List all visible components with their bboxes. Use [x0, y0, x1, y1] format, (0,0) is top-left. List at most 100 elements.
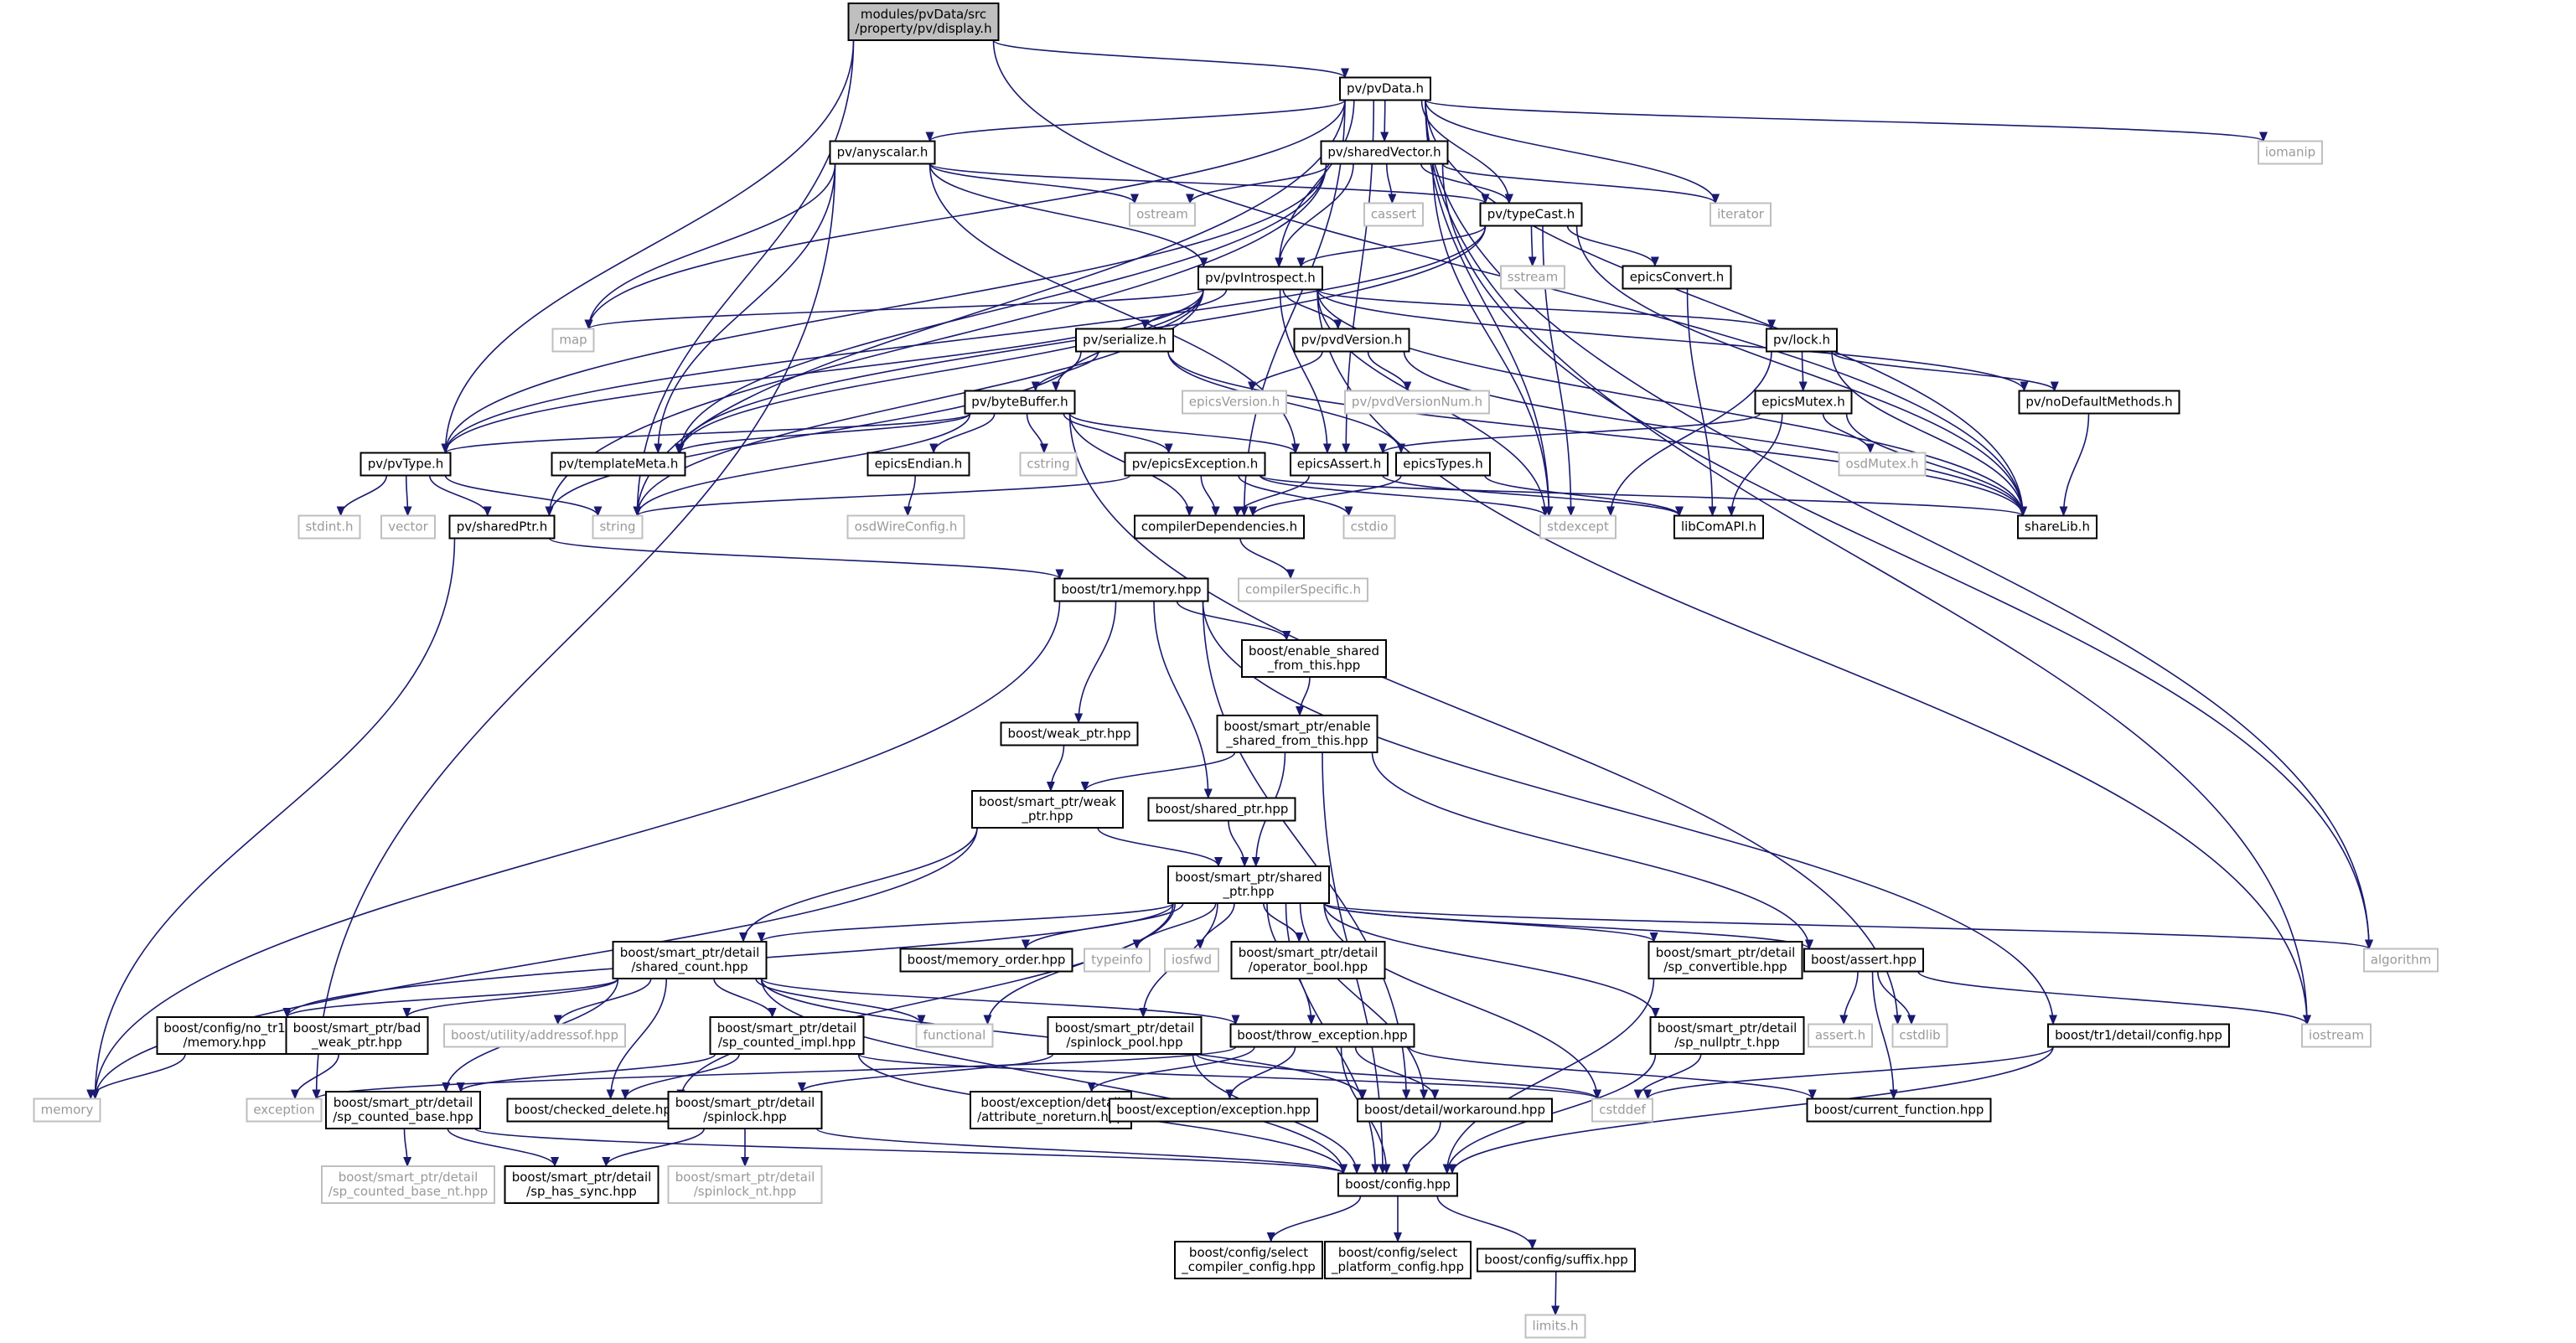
node-pvdVersion[interactable]: pv/pvdVersion.h	[1293, 328, 1410, 353]
edge-pvIntrospect-to-noDefaultMethods	[1316, 289, 2029, 392]
node-badWeakPtr[interactable]: boost/smart_ptr/bad_weak_ptr.hpp	[285, 1016, 429, 1055]
node-byteBuffer[interactable]: pv/byteBuffer.h	[964, 390, 1076, 415]
node-label-osdWireConfig: osdWireConfig.h	[855, 519, 958, 535]
edge-sharedCount-to-boostConfig	[760, 978, 1347, 1175]
edge-sharedCount-to-checkedDelete	[606, 978, 668, 1100]
node-label-spSharedPtr: _ptr.hpp	[1222, 884, 1274, 900]
node-pvData[interactable]: pv/pvData.h	[1339, 76, 1431, 101]
edge-throwException-to-currentFunction	[1408, 1046, 1817, 1100]
node-memoryOrder[interactable]: boost/memory_order.hpp	[899, 948, 1073, 973]
node-typeCast[interactable]: pv/typeCast.h	[1479, 202, 1583, 227]
node-epicsConvert[interactable]: epicsConvert.h	[1622, 265, 1732, 290]
node-suffix[interactable]: boost/config/suffix.hpp	[1477, 1247, 1636, 1273]
node-box-cassert	[1363, 202, 1424, 227]
node-tr1memory[interactable]: boost/tr1/memory.hpp	[1053, 577, 1209, 602]
node-operatorBool[interactable]: boost/smart_ptr/detail/operator_bool.hpp	[1230, 941, 1386, 979]
edge-typeCast-to-pvType	[441, 225, 1487, 454]
node-epicsEndian[interactable]: epicsEndian.h	[866, 452, 970, 477]
node-spinlock[interactable]: boost/smart_ptr/detail/spinlock.hpp	[667, 1091, 823, 1129]
node-epicsMutex[interactable]: epicsMutex.h	[1754, 390, 1853, 415]
node-boostConfig[interactable]: boost/config.hpp	[1337, 1172, 1458, 1197]
node-spNullptr[interactable]: boost/smart_ptr/detail/sp_nullptr_t.hpp	[1649, 1016, 1805, 1055]
node-throwException[interactable]: boost/throw_exception.hpp	[1229, 1023, 1415, 1048]
node-attrNoreturn[interactable]: boost/exception/detail/attribute_noretur…	[970, 1091, 1132, 1129]
node-spWeakPtr[interactable]: boost/smart_ptr/weak_ptr.hpp	[971, 790, 1124, 829]
node-box-pvdVersionNum	[1344, 390, 1490, 415]
edge-byteBuffer-to-epicsEndian	[929, 413, 996, 454]
node-label-typeinfo: typeinfo	[1091, 953, 1143, 968]
node-currentFunction[interactable]: boost/current_function.hpp	[1806, 1098, 1992, 1123]
node-spCountedBase[interactable]: boost/smart_ptr/detail/sp_counted_base.h…	[325, 1091, 481, 1129]
node-spEnableShared[interactable]: boost/smart_ptr/enable_shared_from_this.…	[1216, 715, 1379, 753]
edge-tr1Config-to-boostConfig	[1448, 1046, 2054, 1175]
node-sharedCount[interactable]: boost/smart_ptr/detail/shared_count.hpp	[612, 941, 768, 979]
node-enableShared[interactable]: boost/enable_shared_from_this.hpp	[1241, 639, 1387, 678]
node-shareLib[interactable]: shareLib.h	[2017, 514, 2098, 540]
node-spinlockPool[interactable]: boost/smart_ptr/detail/spinlock_pool.hpp	[1047, 1016, 1203, 1055]
node-tr1Config[interactable]: boost/tr1/detail/config.hpp	[2047, 1023, 2230, 1048]
edge-root-to-pvType	[441, 39, 855, 454]
node-exceptionHpp[interactable]: boost/exception/exception.hpp	[1109, 1098, 1318, 1123]
node-spCountedImpl[interactable]: boost/smart_ptr/detail/sp_counted_impl.h…	[709, 1016, 865, 1055]
node-templateMeta[interactable]: pv/templateMeta.h	[551, 452, 686, 477]
node-selectCompiler[interactable]: boost/config/select_compiler_config.hpp	[1174, 1241, 1323, 1279]
node-lock[interactable]: pv/lock.h	[1766, 328, 1838, 353]
edge-spSharedPtr-to-iosfwd	[1196, 902, 1235, 950]
node-box-tr1Config	[2047, 1023, 2230, 1048]
node-box-libComAPI	[1673, 514, 1764, 540]
node-box-epicsEndian	[866, 452, 970, 477]
node-label-epicsConvert: epicsConvert.h	[1630, 270, 1725, 285]
edge-spSharedPtr-to-typeinfo	[1132, 902, 1217, 950]
node-assertHpp[interactable]: boost/assert.hpp	[1803, 948, 1924, 973]
edge-spSharedPtr-to-sharedCount	[757, 902, 1174, 943]
edge-pvType-to-sharedPtr	[428, 475, 492, 517]
node-label-root: modules/pvData/src	[861, 7, 986, 22]
node-serialize[interactable]: pv/serialize.h	[1075, 328, 1174, 353]
node-sharedVector[interactable]: pv/sharedVector.h	[1320, 140, 1449, 165]
node-label-memory: memory	[41, 1103, 94, 1118]
node-box-epicsMutex	[1754, 390, 1853, 415]
edge-spSharedPtr-to-workaround	[1299, 902, 1429, 1100]
node-box-typeCast	[1479, 202, 1583, 227]
node-epicsTypes[interactable]: epicsTypes.h	[1395, 452, 1491, 477]
node-weakPtr[interactable]: boost/weak_ptr.hpp	[1000, 721, 1139, 746]
edge-sharedPtr-to-tr1memory	[548, 537, 1064, 580]
node-label-memoryOrder: boost/memory_order.hpp	[908, 953, 1066, 969]
node-noTr1Memory[interactable]: boost/config/no_tr1/memory.hpp	[156, 1016, 293, 1055]
edge-sharedCount-to-spCountedImpl	[713, 978, 777, 1018]
node-root[interactable]: modules/pvData/src/property/pv/display.h	[847, 3, 1000, 41]
edge-byteBuffer-to-cstdlib	[1068, 413, 1902, 1025]
node-pvIntrospect[interactable]: pv/pvIntrospect.h	[1197, 266, 1323, 291]
node-box-serialize	[1075, 328, 1174, 353]
node-spSharedPtr[interactable]: boost/smart_ptr/shared_ptr.hpp	[1167, 865, 1330, 904]
edge-workaround-to-boostConfig	[1402, 1121, 1441, 1175]
edge-sharedVector-to-algorithm	[1441, 163, 2373, 950]
node-spHasSync[interactable]: boost/smart_ptr/detail/sp_has_sync.hpp	[504, 1165, 660, 1204]
node-selectPlatform[interactable]: boost/config/select_platform_config.hpp	[1324, 1241, 1472, 1279]
node-spConvertible[interactable]: boost/smart_ptr/detail/sp_convertible.hp…	[1648, 941, 1803, 979]
node-compilerDependencies[interactable]: compilerDependencies.h	[1134, 514, 1305, 540]
node-limits: limits.h	[1524, 1314, 1586, 1339]
node-libComAPI[interactable]: libComAPI.h	[1673, 514, 1764, 540]
node-epicsAssert[interactable]: epicsAssert.h	[1290, 452, 1389, 477]
edge-epicsException-to-string	[633, 474, 1131, 517]
node-workaround[interactable]: boost/detail/workaround.hpp	[1357, 1098, 1553, 1123]
node-label-typeCast: pv/typeCast.h	[1487, 207, 1575, 222]
node-noDefaultMethods[interactable]: pv/noDefaultMethods.h	[2018, 390, 2180, 415]
node-label-sharedVector: pv/sharedVector.h	[1327, 145, 1441, 160]
node-label-throwException: boost/throw_exception.hpp	[1237, 1028, 1407, 1044]
edge-byteBuffer-to-pvType	[441, 412, 971, 454]
node-label-tr1memory: boost/tr1/memory.hpp	[1061, 582, 1201, 597]
node-checkedDelete[interactable]: boost/checked_delete.hpp	[506, 1098, 687, 1123]
node-box-exception	[246, 1098, 323, 1123]
edge-pvdVersion-to-epicsVersion	[1248, 351, 1323, 392]
node-iomanip: iomanip	[2258, 140, 2323, 165]
node-pvType[interactable]: pv/pvType.h	[360, 452, 452, 477]
node-box-iomanip	[2258, 140, 2323, 165]
node-label-attrNoreturn: /attribute_noreturn.hpp	[977, 1109, 1125, 1125]
node-sharedPtrHpp[interactable]: boost/shared_ptr.hpp	[1147, 797, 1296, 822]
node-sharedPtr[interactable]: pv/sharedPtr.h	[448, 514, 556, 540]
node-box-spCountedBase	[325, 1091, 481, 1129]
node-anyscalar[interactable]: pv/anyscalar.h	[829, 140, 936, 165]
node-epicsException[interactable]: pv/epicsException.h	[1124, 452, 1266, 477]
